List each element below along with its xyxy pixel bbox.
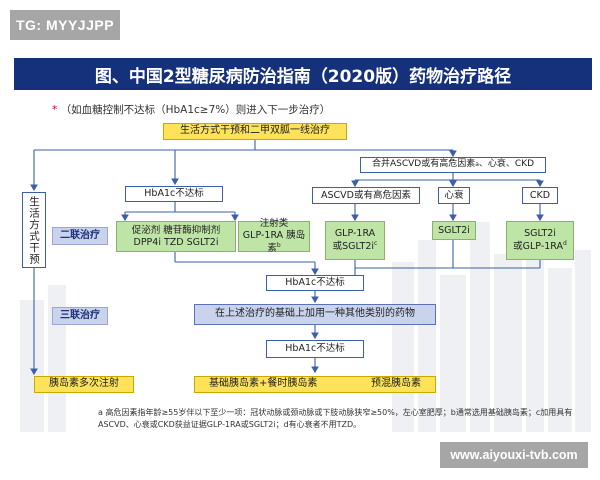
hba1c-not-reached-3: HbA1c不达标 <box>266 340 364 358</box>
ckd-condition-box: CKD <box>522 187 558 204</box>
ascvd-drug-line1: GLP-1RA <box>334 228 376 240</box>
ascvd-condition-box: ASCVD或有高危因素 <box>312 187 420 204</box>
comorbidity-question-tail: 、心衰、CKD <box>478 159 535 170</box>
heart-failure-drug-box: SGLT2i <box>432 221 476 240</box>
oral-drugs-box: 促泌剂 糖苷酶抑制剂 DPP4i TZD SGLT2i <box>116 221 236 252</box>
ascvd-drugs-box: GLP-1RA 或SGLT2ic <box>325 221 385 260</box>
heart-failure-condition-box: 心衰 <box>438 187 470 204</box>
ckd-drug-line2: 或GLP-1RA <box>513 241 564 253</box>
dual-therapy-label: 二联治疗 <box>52 227 108 245</box>
footnote-b-mark: b <box>276 241 281 249</box>
oral-drugs-line1: 促泌剂 糖苷酶抑制剂 <box>131 224 221 236</box>
basal-bolus-label: 基础胰岛素+餐时胰岛素 <box>209 378 318 390</box>
footnote-c-mark: c <box>374 239 378 247</box>
multiple-insulin-injection-box: 胰岛素多次注射 <box>34 376 134 393</box>
lifestyle-side-box: 生活方式干预 <box>22 192 46 268</box>
footnote-a-mark: a <box>475 161 479 169</box>
triple-therapy-label: 三联治疗 <box>52 307 108 325</box>
hba1c-not-reached-1: HbA1c不达标 <box>125 186 223 202</box>
comorbidity-question-text: 合并ASCVD或有高危因素 <box>371 159 476 170</box>
injectable-line1: 注射类 <box>259 218 289 230</box>
footnote-d-mark: d <box>563 239 567 247</box>
tag-label: TG: MYYJJPP <box>10 10 120 40</box>
page-title: 图、中国2型糖尿病防治指南（2020版）药物治疗路径 <box>14 58 592 90</box>
ckd-drugs-box: SGLT2i 或GLP-1RAd <box>506 221 574 260</box>
footnote-text: a 高危因素指年龄≥55岁伴以下至少一项：冠状动脉或颈动脉或下肢动脉狭窄≥50%… <box>98 408 573 429</box>
injectable-drugs-box: 注射类 GLP-1RA 胰岛素b <box>238 218 310 255</box>
injectable-line2: GLP-1RA 胰岛素 <box>242 229 306 255</box>
triple-therapy-action-box: 在上述治疗的基础上加用一种其他类别的药物 <box>194 304 436 325</box>
criteria-note: * （如血糖控制不达标（HbA1c≥7%）则进入下一步治疗） <box>52 102 330 117</box>
hba1c-not-reached-2: HbA1c不达标 <box>266 275 364 291</box>
lifestyle-metformin-box: 生活方式干预和二甲双胍一线治疗 <box>163 123 347 140</box>
note-star: * <box>52 104 58 116</box>
watermark-label: www.aiyouxi-tvb.com <box>440 442 588 468</box>
lifestyle-side-text: 生活方式干预 <box>28 195 41 265</box>
ckd-drug-line1: SGLT2i <box>524 228 556 240</box>
premix-label: 预混胰岛素 <box>371 378 421 390</box>
ascvd-drug-line2: 或SGLT2i <box>332 241 375 253</box>
oral-drugs-line2: DPP4i TZD SGLT2i <box>133 236 219 248</box>
note-text: （如血糖控制不达标（HbA1c≥7%）则进入下一步治疗） <box>60 104 331 116</box>
insulin-regimen-box: 基础胰岛素+餐时胰岛素 预混胰岛素 <box>194 376 436 393</box>
